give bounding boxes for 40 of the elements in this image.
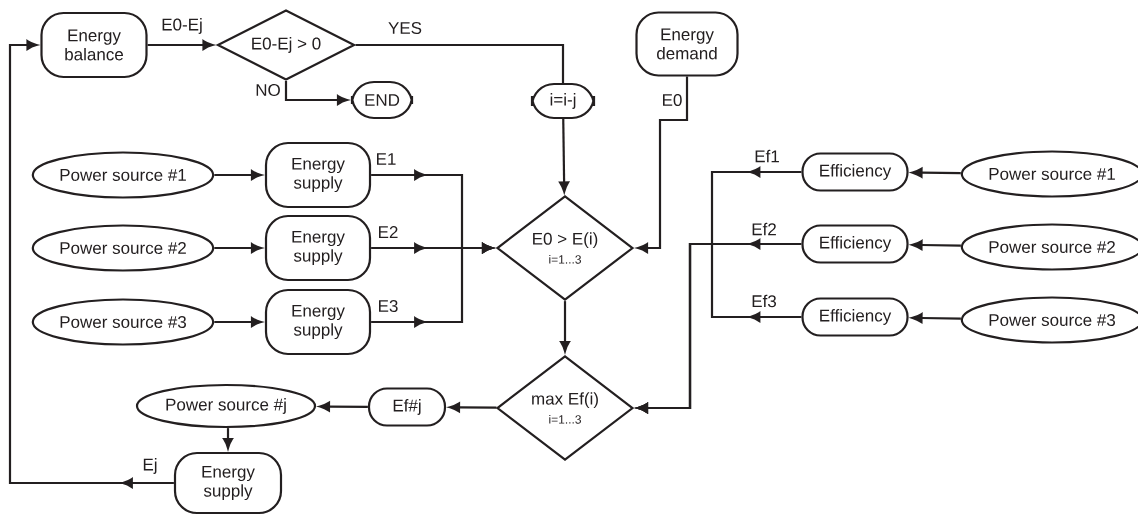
arrow: [8, 39, 174, 489]
arrow: [222, 428, 234, 449]
process-box: Energy supply: [264, 141, 372, 209]
process-box: i=i-j: [530, 82, 596, 120]
edge-label: YES: [387, 21, 423, 35]
arrow: [371, 242, 493, 328]
edge-label: Ef3: [750, 293, 778, 309]
connector-line: [355, 43, 565, 83]
process-box: Energy supply: [264, 288, 372, 356]
edge-label: E0-Ej: [160, 17, 204, 35]
process-box: Efficiency: [801, 152, 909, 192]
edge-label: E2: [376, 225, 400, 239]
edge-label: E1: [374, 152, 398, 166]
arrow: [911, 312, 961, 324]
arrow: [318, 401, 368, 412]
process-box: Energy balance: [40, 11, 148, 79]
arrow: [214, 169, 262, 181]
edge-label: NO: [254, 83, 282, 97]
edge-label: Ef1: [753, 148, 781, 164]
arrow: [284, 81, 348, 106]
process-box: Efficiency: [801, 297, 909, 337]
process-box: Ef#j: [367, 387, 447, 427]
arrow: [911, 167, 961, 178]
edge-label: Ef2: [750, 221, 778, 237]
process-box: END: [350, 80, 414, 120]
edge-label: Ej: [141, 457, 159, 475]
arrow: [559, 301, 571, 352]
arrow: [214, 242, 262, 254]
process-box: Energy supply: [264, 214, 372, 282]
arrow: [147, 39, 214, 51]
arrow: [214, 316, 262, 328]
process-box: Energy supply: [173, 451, 283, 515]
arrow: [637, 76, 689, 254]
arrow: [559, 119, 570, 193]
process-box: Energy demand: [635, 11, 739, 77]
arrow: [911, 239, 961, 251]
arrow: [449, 402, 497, 413]
edge-label: E0: [660, 93, 684, 107]
process-box: Efficiency: [801, 224, 909, 264]
edge-label: E3: [376, 299, 400, 313]
